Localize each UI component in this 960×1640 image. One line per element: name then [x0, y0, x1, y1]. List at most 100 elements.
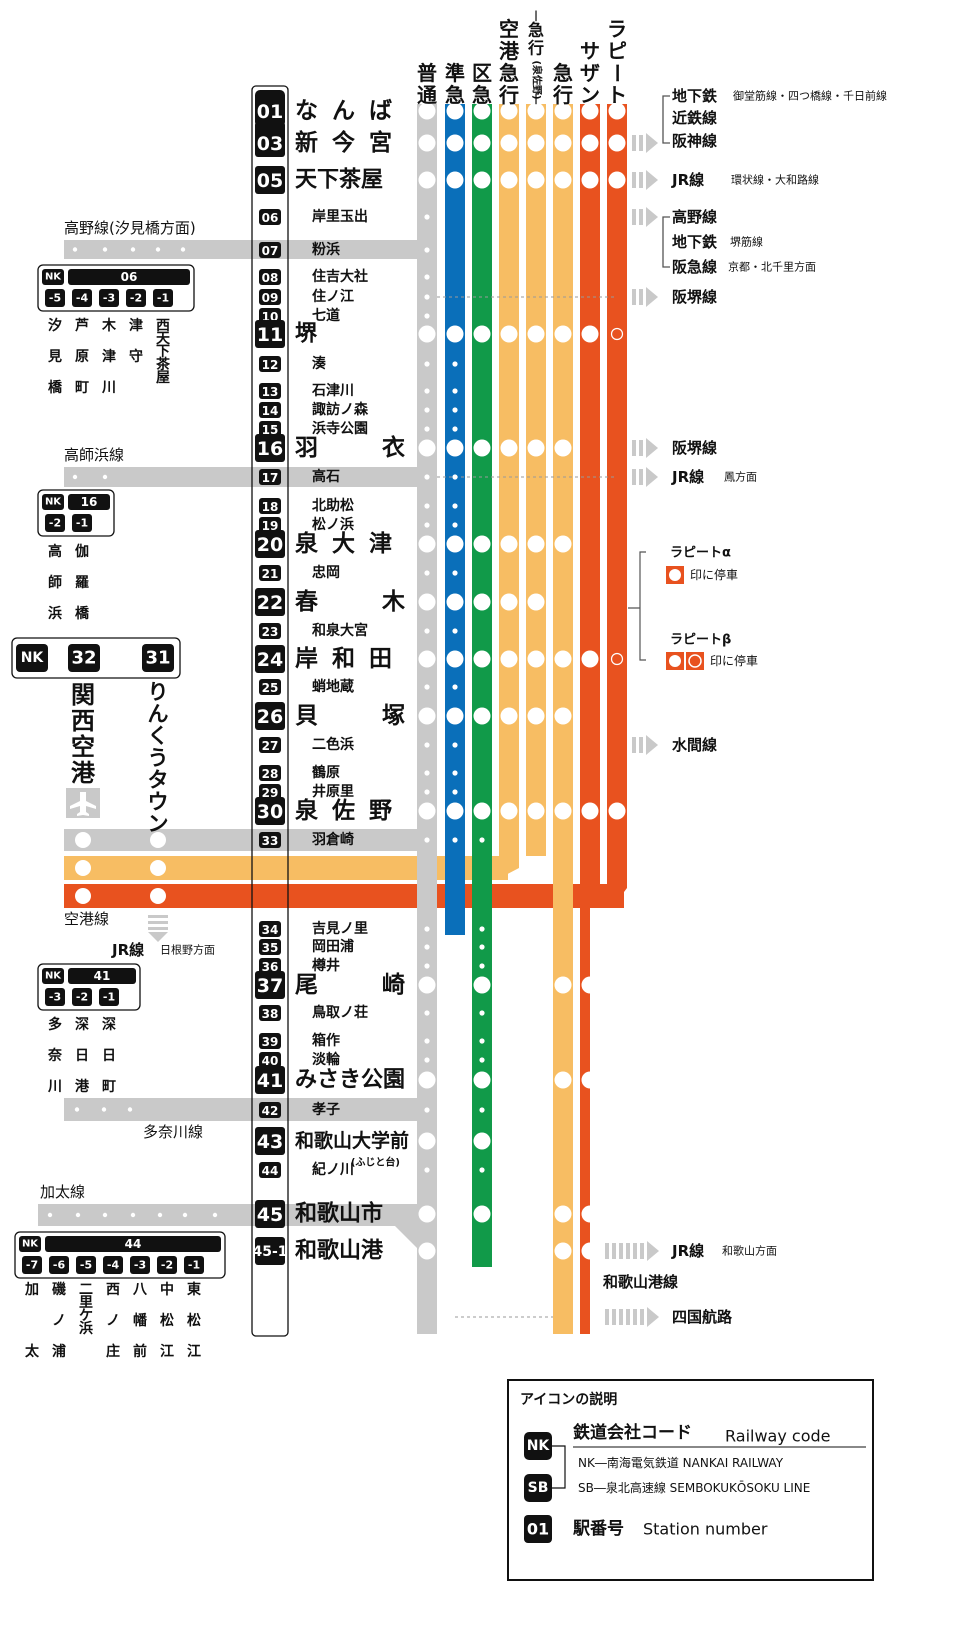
station-name: 箱作 — [312, 1032, 340, 1049]
sub-number-badge — [130, 1256, 150, 1274]
nk-mini-label: NK — [45, 971, 62, 982]
sub-station-char: 江 — [160, 1343, 174, 1360]
station-name: 松ノ浜 — [312, 516, 354, 533]
sub-number: -1 — [76, 517, 88, 530]
transfer-chevron — [639, 469, 643, 485]
station-name: 和泉大宮 — [312, 622, 368, 639]
express-izumisano-stop — [527, 802, 545, 820]
jr-airport-stripe — [148, 915, 168, 918]
sectional-express-stop — [473, 593, 491, 611]
express-stop — [554, 976, 572, 994]
transfer-line: 高野線 — [672, 208, 717, 226]
station-name: 羽 — [295, 435, 318, 461]
branch-name: 多奈川線 — [143, 1123, 203, 1141]
sub-station-char: 原 — [75, 349, 89, 365]
transfer-line-sub: 御堂筋線・四つ橋線・千日前線 — [733, 89, 887, 103]
sub-number-badge — [45, 514, 65, 532]
sectional-express-stop — [473, 134, 491, 152]
southern-stop — [581, 1071, 599, 1089]
takashinohama-num-bar — [68, 494, 110, 510]
station-number-badge — [259, 623, 281, 639]
branch-name-sub: 日根野方面 — [160, 943, 215, 957]
express-izumisano-stop — [527, 439, 545, 457]
sub-number: -4 — [107, 1259, 120, 1272]
sub-station-char: ノ — [106, 1313, 120, 1329]
transfer-chevron — [612, 1309, 616, 1325]
southern-stop — [581, 1242, 599, 1260]
station-name: 淡輪 — [312, 1051, 341, 1068]
rapit-alpha-title: ラピートα — [670, 546, 731, 561]
nk-mini-badge — [19, 1236, 41, 1252]
branch-stop-dot — [102, 247, 108, 252]
local-stop — [424, 1010, 430, 1016]
branch-stop-dot — [130, 1212, 136, 1218]
airport-express-stop — [500, 593, 518, 611]
station-number: 45 — [257, 1204, 283, 1226]
station-number-badge — [259, 1052, 281, 1068]
local-stop — [424, 361, 430, 367]
local-stop — [424, 247, 430, 253]
transfer-chevron-arrow — [646, 735, 658, 755]
semi-express-stop — [446, 171, 464, 189]
station-number-badge — [259, 383, 281, 399]
transfer-line: JR線 — [671, 171, 704, 189]
station-number: 36 — [262, 960, 279, 974]
express-stop — [554, 1071, 572, 1089]
sub-station-char: 浜 — [48, 605, 62, 622]
stop-markers — [418, 102, 626, 1260]
sub-station-char: 奈 — [47, 1047, 63, 1064]
local-stop — [424, 426, 430, 432]
express-stop — [554, 1242, 572, 1260]
station-name: 紀ノ川 — [312, 1161, 354, 1178]
local-stop — [424, 274, 430, 280]
local-stop — [424, 214, 430, 220]
station-name: 住吉大社 — [312, 268, 368, 285]
sub-station-char: 下 — [156, 344, 170, 360]
station-number-badge — [142, 644, 174, 672]
station-number: 14 — [262, 404, 279, 418]
header-local: 通 — [417, 83, 437, 107]
station-number-badge — [68, 644, 100, 672]
legend-sb-line: SB―泉北高速線 SEMBOKUKŌSOKU LINE — [578, 1480, 810, 1495]
sub-station-char: 八 — [132, 1282, 148, 1298]
sub-station-char: 羅 — [75, 575, 89, 591]
station-number-badge — [255, 1127, 285, 1155]
sub-number: -5 — [49, 292, 61, 305]
local-stop — [418, 134, 436, 152]
station-name: 羽倉崎 — [312, 831, 354, 848]
sub-number-badge — [99, 289, 119, 307]
express-stop — [554, 535, 572, 553]
transfer-line: 阪神線 — [672, 132, 717, 150]
local-stop — [424, 522, 430, 528]
transfer-chevron-arrow — [646, 287, 658, 307]
station-number-badge — [259, 402, 281, 418]
station-name: 尾 — [295, 972, 318, 998]
rinku-station-char: り — [148, 680, 169, 704]
local-stop — [418, 802, 436, 820]
legend-code-title: 鉄道会社コード — [573, 1422, 692, 1443]
local-stop — [424, 628, 430, 634]
transfer-chevron-arrow — [646, 170, 658, 190]
transfer-chevron — [626, 1309, 630, 1325]
local-stop — [418, 325, 436, 343]
sub-station-char: 木 — [101, 317, 117, 334]
airport-station-char: 関 — [71, 681, 95, 709]
express-izumisano-stop — [527, 593, 545, 611]
station-number: 32 — [71, 648, 96, 669]
sub-number-badge — [184, 1256, 204, 1274]
station-name: 崎 — [382, 972, 405, 998]
local-stop — [424, 1057, 430, 1063]
sectional-express-stop — [473, 802, 491, 820]
express-izumisano-stop — [527, 707, 545, 725]
sub-station-char: 津 — [129, 317, 143, 334]
sub-number: -3 — [103, 292, 115, 305]
station-number: 09 — [262, 291, 279, 305]
station-number-column — [251, 85, 289, 1337]
station-number-badge — [259, 921, 281, 937]
airport-station-char: 港 — [71, 759, 96, 787]
southern-stop — [581, 1205, 599, 1223]
station-name: 新今宮 — [295, 129, 406, 156]
legend-sb-label: SB — [528, 1480, 549, 1496]
express-stop — [554, 650, 572, 668]
transfer-chevron — [639, 289, 643, 305]
